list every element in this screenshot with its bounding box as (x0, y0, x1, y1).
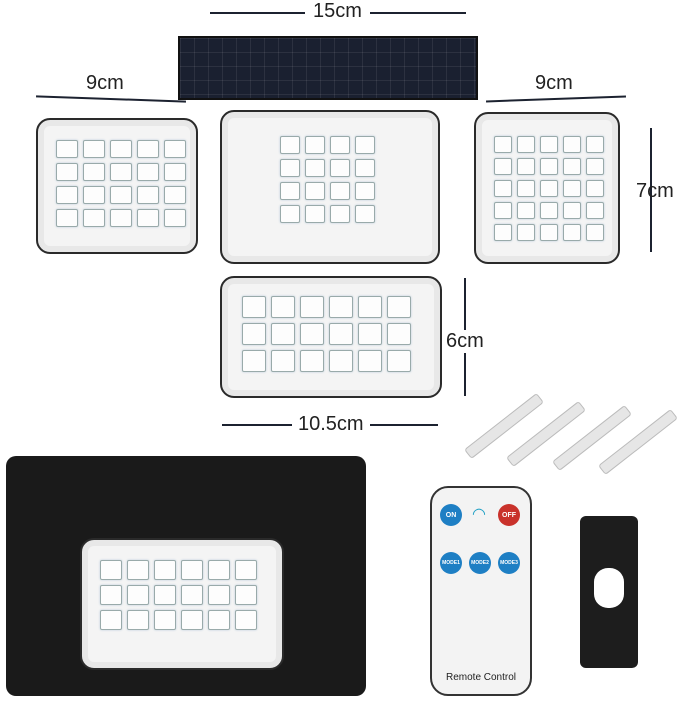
solar-panel (178, 36, 478, 100)
off-button[interactable]: OFF (498, 504, 520, 526)
right-light-panel (474, 112, 620, 264)
on-button[interactable]: ON (440, 504, 462, 526)
dim-label-right-width: 9cm (535, 72, 573, 94)
dim-label-left-width: 9cm (86, 72, 124, 94)
mode1-button[interactable]: MODE1 (440, 552, 462, 574)
front-light-panel (80, 538, 284, 670)
center-light-panel (220, 110, 440, 264)
dim-line-right (486, 95, 626, 103)
dim-label-bottom-width: 10.5cm (292, 413, 370, 436)
dim-label-bottom-height: 6cm (446, 330, 484, 353)
remote-control: ON ◠ OFF MODE1 MODE2 MODE3 Remote Contro… (430, 486, 532, 696)
dim-label-solar-width: 15cm (305, 0, 370, 23)
remote-label: Remote Control (445, 672, 517, 683)
mode2-button[interactable]: MODE2 (469, 552, 491, 574)
left-light-panel (36, 118, 198, 254)
dim-line-left (36, 95, 186, 103)
mode3-button[interactable]: MODE3 (498, 552, 520, 574)
wifi-icon: ◠ (472, 506, 486, 523)
mounting-bracket (580, 516, 638, 668)
dim-line-7cm (650, 128, 652, 252)
bottom-light-panel (220, 276, 442, 398)
dim-label-side-height: 7cm (636, 180, 674, 202)
